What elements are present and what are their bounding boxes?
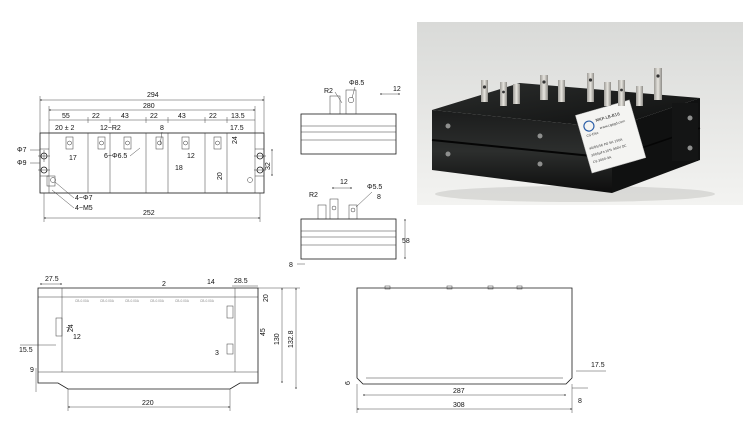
dim-right: 17.5 (230, 125, 244, 132)
svg-text:CB-0.00A: CB-0.00A (75, 299, 90, 303)
dim-d: 22 (150, 113, 158, 120)
front-view: CB-0.00A CB-0.00A CB-0.00A CB-0.00A CB-0… (19, 276, 300, 411)
end-w308: 308 (453, 402, 465, 409)
side1-phi: Φ8.5 (349, 80, 364, 87)
front-d7: 7 (66, 327, 70, 334)
dim-slots: 12−R2 (100, 125, 121, 132)
dim-mount-holes: 4−Φ7 (75, 195, 93, 202)
side2-b8: 8 (289, 262, 293, 269)
terminal-tabs (65, 136, 222, 150)
dim-h: 13.5 (231, 113, 245, 120)
front-d12: 12 (73, 334, 81, 341)
end-h8: 8 (578, 398, 582, 405)
svg-text:CB-0.00A: CB-0.00A (125, 299, 140, 303)
side2-w8: 8 (377, 194, 381, 201)
front-small-labels: CB-0.00A CB-0.00A CB-0.00A CB-0.00A CB-0… (75, 299, 215, 303)
front-d1328: 132.8 (288, 330, 295, 348)
mounting-holes (38, 150, 266, 187)
svg-text:CB-0.00A: CB-0.00A (100, 299, 115, 303)
dim-phi9: Φ9 (17, 160, 27, 167)
end-w287: 287 (453, 388, 465, 395)
front-d220: 220 (142, 400, 154, 407)
front-d130: 130 (274, 333, 281, 345)
product-photo: CG-Elec MKP-LB-B16 www.cgegd.com 40/85/5… (417, 22, 743, 205)
side-view-top: R2 Φ8.5 12 (300, 80, 401, 155)
product-label: CG-Elec MKP-LB-B16 www.cgegd.com 40/85/5… (575, 99, 647, 174)
label-website: www.cgegd.com (599, 119, 625, 130)
front-d45: 45 (260, 328, 267, 336)
dim-phi7: Φ7 (17, 147, 27, 154)
dim-inner: 280 (143, 103, 155, 110)
dim-base: 252 (143, 210, 155, 217)
dim-l17: 17 (69, 155, 77, 162)
dim-g: 22 (209, 113, 217, 120)
label-line3: CV-3000-9A (593, 155, 613, 164)
front-d155: 15.5 (19, 347, 33, 354)
dim-sh: 18 (175, 165, 183, 172)
side2-h58: 58 (402, 238, 410, 245)
side2-r2: R2 (309, 192, 318, 199)
side2-w12: 12 (340, 179, 348, 186)
dim-a: 55 (62, 113, 70, 120)
dim-holes: 6−Φ6.5 (104, 153, 127, 160)
front-t14: 14 (207, 279, 215, 286)
dim-c: 43 (121, 113, 129, 120)
label-brand: CG-Elec (586, 131, 599, 138)
dim-tab: 8 (160, 125, 164, 132)
side1-w12: 12 (393, 86, 401, 93)
dim-b: 22 (92, 113, 100, 120)
svg-text:CB-0.00A: CB-0.00A (175, 299, 190, 303)
top-view: 294 280 55 22 43 22 43 22 13.5 20 ± 2 12… (17, 92, 273, 222)
front-d3: 3 (215, 350, 219, 357)
dim-h20: 20 (217, 172, 224, 180)
end-h6: 6 (345, 381, 352, 385)
side2-phi: Φ5.5 (367, 184, 382, 191)
front-r20: 20 (263, 294, 270, 302)
side-view-bottom: R2 12 Φ5.5 8 58 8 (289, 179, 410, 269)
dim-h32: 32 (265, 162, 272, 170)
svg-text:CB-0.00A: CB-0.00A (150, 299, 165, 303)
end-view: 17.5 8 6 287 308 (345, 285, 606, 413)
front-r28: 28.5 (234, 278, 248, 285)
dim-overall: 294 (147, 92, 159, 99)
side1-r2: R2 (324, 88, 333, 95)
dim-f: 43 (178, 113, 186, 120)
front-top2: 2 (162, 281, 166, 288)
dim-mount-threads: 4−M5 (75, 205, 93, 212)
front-d9: 9 (30, 367, 34, 374)
dim-h24: 24 (232, 136, 239, 144)
dim-pitch: 20 ± 2 (55, 125, 75, 132)
front-left: 27.5 (45, 276, 59, 283)
svg-text:CB-0.00A: CB-0.00A (200, 299, 215, 303)
photo-terminals (481, 68, 662, 106)
front-d24: 24 (68, 324, 75, 332)
label-model: MKP-LB-B16 (595, 111, 621, 123)
dim-sp: 12 (187, 153, 195, 160)
end-h175: 17.5 (591, 362, 605, 369)
